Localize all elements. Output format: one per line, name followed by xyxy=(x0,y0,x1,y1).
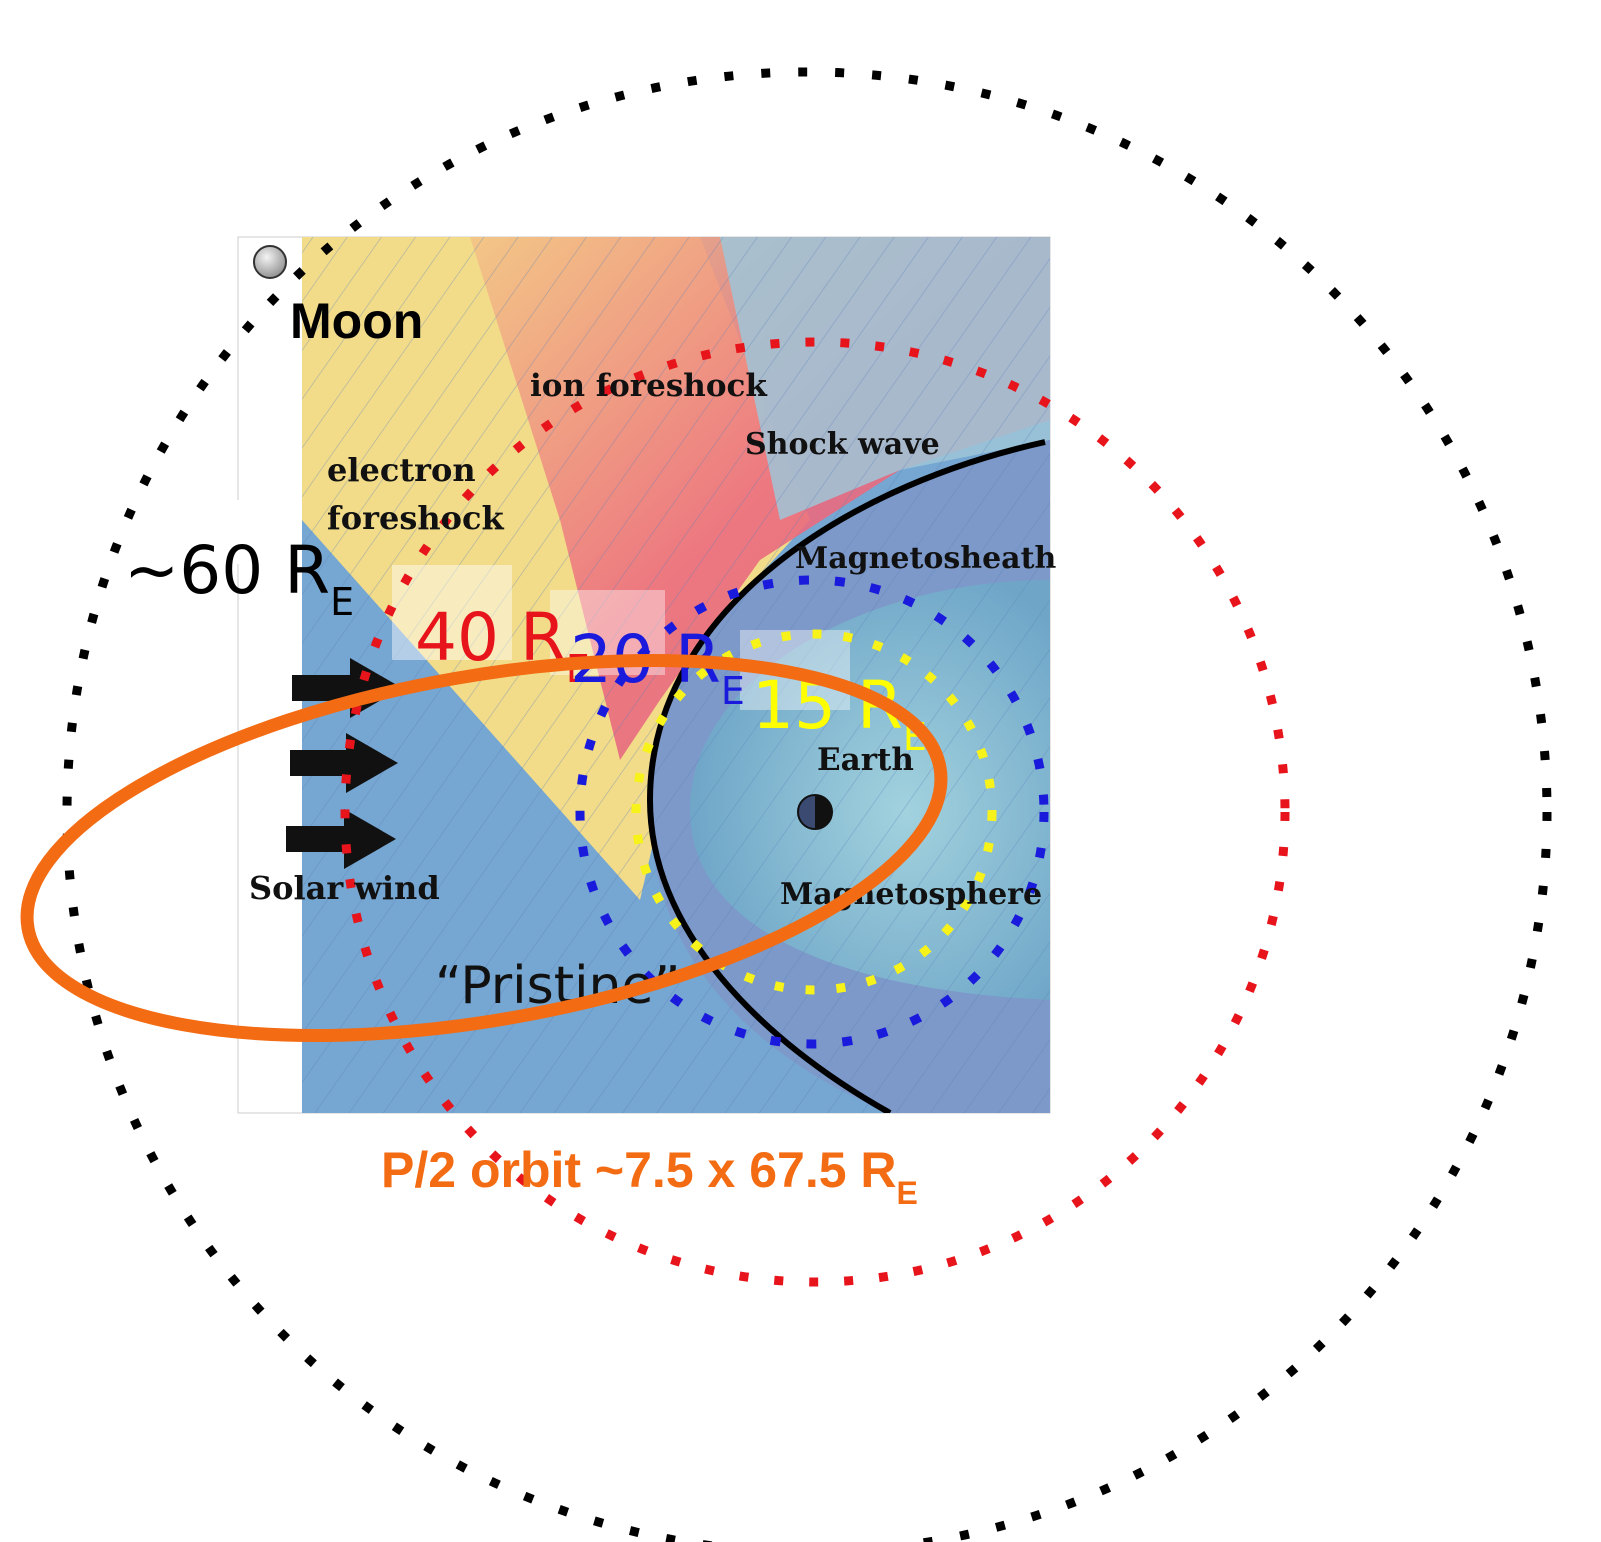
label-earth: Earth xyxy=(817,742,914,778)
label-p2-orbit-main: P/2 orbit ~7.5 x 67.5 R xyxy=(381,1142,897,1198)
label-60-re: ~60 RE xyxy=(124,532,354,624)
label-magnetosheath: Magnetosheath xyxy=(795,541,1056,576)
label-60-re-sub: E xyxy=(330,580,354,624)
circle-60-re xyxy=(62,67,1552,1542)
label-solar-wind: Solar wind xyxy=(249,869,440,907)
label-electron: electron xyxy=(327,451,476,489)
p2-orbit-ellipse xyxy=(20,654,948,1042)
label-bg-40 xyxy=(392,565,512,660)
circle-15-re xyxy=(631,629,997,995)
moon-icon xyxy=(253,245,287,279)
label-moon: Moon xyxy=(290,293,423,349)
circle-20-re xyxy=(575,575,1049,1049)
circle-40-re xyxy=(340,337,1290,1287)
field-streaks xyxy=(302,237,1050,1113)
label-p2-orbit-sub: E xyxy=(897,1175,918,1211)
label-20-re-sub: E xyxy=(721,669,745,713)
label-foreshock: foreshock xyxy=(327,499,504,537)
label-magnetosphere: Magnetosphere xyxy=(780,877,1042,912)
label-shock-wave: Shock wave xyxy=(745,427,940,462)
panel-left-notch xyxy=(100,500,240,564)
label-ion-foreshock: ion foreshock xyxy=(530,368,768,404)
bow-shock-line xyxy=(646,439,1046,1113)
arrow-icon xyxy=(286,809,396,869)
label-p2-orbit: P/2 orbit ~7.5 x 67.5 RE xyxy=(381,1142,918,1211)
arrow-icon xyxy=(290,733,398,793)
label-60-re-main: ~60 R xyxy=(124,532,330,609)
earth-icon xyxy=(797,794,833,830)
